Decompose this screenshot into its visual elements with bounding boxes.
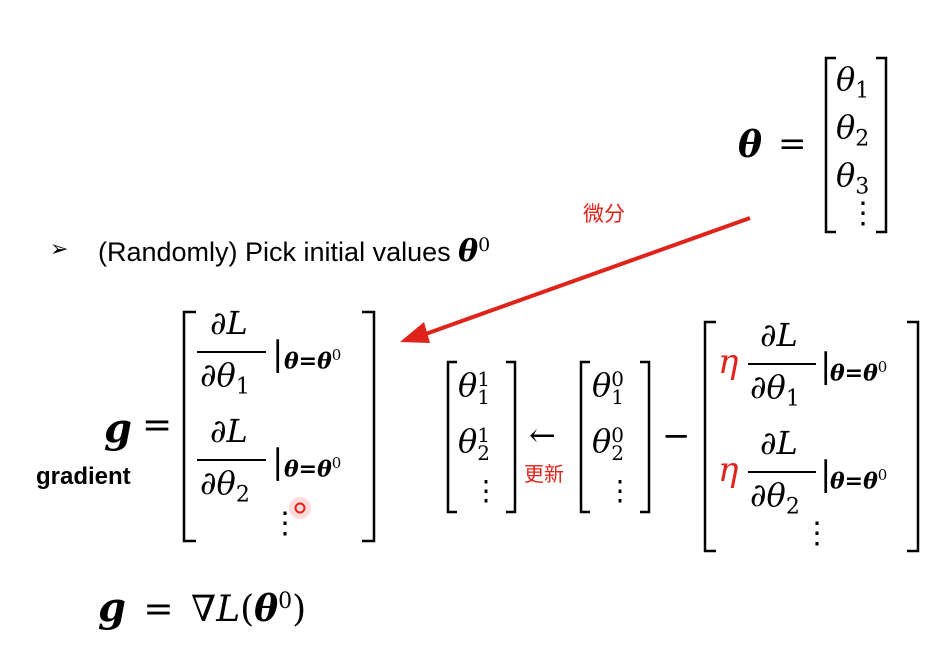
bullet-theta: θ — [458, 234, 479, 269]
theta-bracket-left — [824, 56, 836, 234]
grad-eval-2: θ=θ0 — [284, 454, 342, 483]
annotation-update: 更新 — [524, 464, 564, 486]
compact-theta: θ — [254, 588, 279, 630]
upd-mid-ellipsis: ⋮ — [606, 474, 634, 507]
update-minus: − — [662, 416, 691, 456]
diff-arrow-line — [419, 216, 751, 338]
theta-ellipsis: ⋮ — [848, 196, 878, 231]
upd-mid-bracket-r — [640, 360, 651, 514]
bullet-marker: ➢ — [50, 236, 69, 261]
gradient-label: gradient — [36, 463, 131, 490]
upd-left-bracket-l — [446, 360, 457, 514]
grad-num-2: ∂L — [210, 412, 248, 450]
theta-entry-1: θ1 — [836, 60, 870, 104]
upd-den-2: ∂θ2 — [750, 476, 800, 520]
compact-gradient: g = ∇L(θ0) — [98, 584, 306, 631]
compact-g: g — [98, 584, 126, 631]
diff-arrow-head — [400, 322, 430, 343]
theta-entry-2: θ2 — [836, 108, 870, 152]
upd-left-bracket-r — [506, 360, 517, 514]
bullet-text: (Randomly) Pick initial values θ0 — [98, 234, 490, 269]
compact-nabla: ∇ — [191, 589, 217, 630]
update-arrow: ← — [529, 416, 556, 454]
grad-eval-1: θ=θ0 — [284, 346, 342, 375]
upd-right-bracket-l — [703, 320, 716, 553]
compact-L: L — [216, 589, 241, 630]
cursor-ring — [294, 502, 306, 514]
grad-bracket-left — [182, 310, 196, 543]
grad-den-1: ∂θ1 — [200, 356, 250, 400]
theta-def-eq: = — [778, 124, 807, 164]
cursor-glow — [289, 497, 311, 519]
grad-eval-bar-2: | — [272, 442, 284, 482]
grad-bracket-right — [362, 310, 376, 543]
bullet-label: (Randomly) Pick initial values — [98, 237, 459, 267]
upd-left-ellipsis: ⋮ — [472, 474, 500, 507]
upd-mid-bracket-l — [579, 360, 590, 514]
upd-eval-2: θ=θ0 — [830, 466, 888, 495]
upd-num-2: ∂L — [760, 424, 798, 462]
gradient-eq: = — [142, 405, 173, 446]
eta-2: η — [718, 450, 739, 490]
upd-eval-1: θ=θ0 — [830, 358, 888, 387]
upd-eval-bar-2: | — [820, 454, 832, 494]
grad-ellipsis: ⋮ — [270, 506, 300, 541]
theta-def-lhs: θ — [738, 124, 763, 166]
upd-right-bracket-r — [907, 320, 920, 553]
grad-num-1: ∂L — [210, 304, 248, 342]
upd-right-ellipsis: ⋮ — [802, 516, 832, 551]
compact-open: ( — [240, 589, 255, 630]
compact-close: ) — [292, 589, 307, 630]
theta-entry-3: θ3 — [836, 156, 870, 200]
bullet-sup: 0 — [478, 234, 491, 256]
upd-eval-bar-1: | — [820, 346, 832, 386]
grad-den-2: ∂θ2 — [200, 464, 250, 508]
annotation-differentiate: 微分 — [583, 203, 625, 226]
compact-sup: 0 — [278, 589, 293, 614]
upd-num-1: ∂L — [760, 316, 798, 354]
compact-eq: = — [143, 589, 174, 630]
upd-den-1: ∂θ1 — [750, 368, 800, 412]
theta-bracket-right — [876, 56, 888, 234]
grad-eval-bar-1: | — [272, 334, 284, 374]
gradient-lhs: g — [104, 405, 132, 452]
eta-1: η — [718, 342, 739, 382]
